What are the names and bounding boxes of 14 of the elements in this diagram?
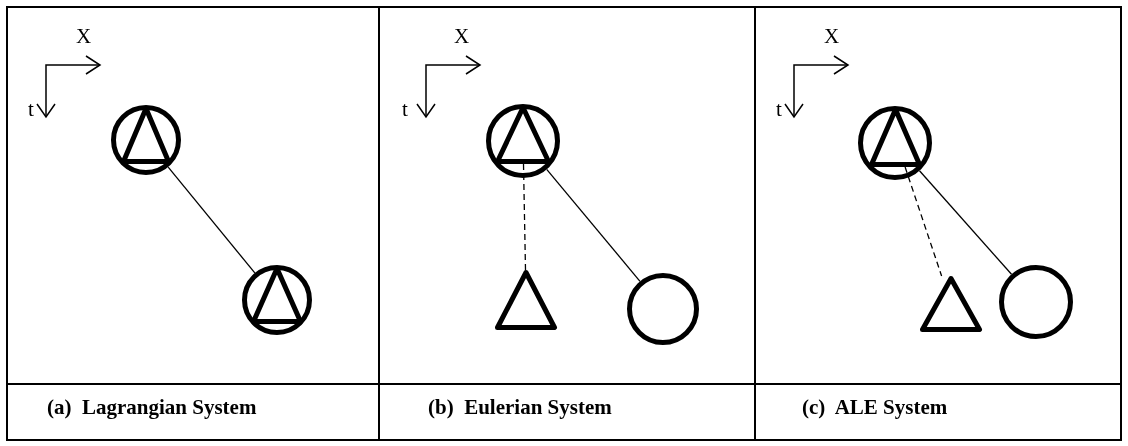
connector-line [918,170,1013,275]
dashed-connector [904,166,943,277]
axis-label: t [28,99,34,120]
connector-line [546,168,641,282]
axis-label: X [76,26,92,47]
axis-label: X [824,26,840,47]
panel-caption: (c) ALE System [802,397,948,418]
dashed-connector [522,163,527,271]
panel-caption: (a) Lagrangian System [47,397,257,418]
panel-caption: (b) Eulerian System [428,397,612,418]
connector-line [167,166,256,274]
axis-label: t [402,99,408,120]
axis-label: X [454,26,470,47]
axis-label: t [776,99,782,120]
